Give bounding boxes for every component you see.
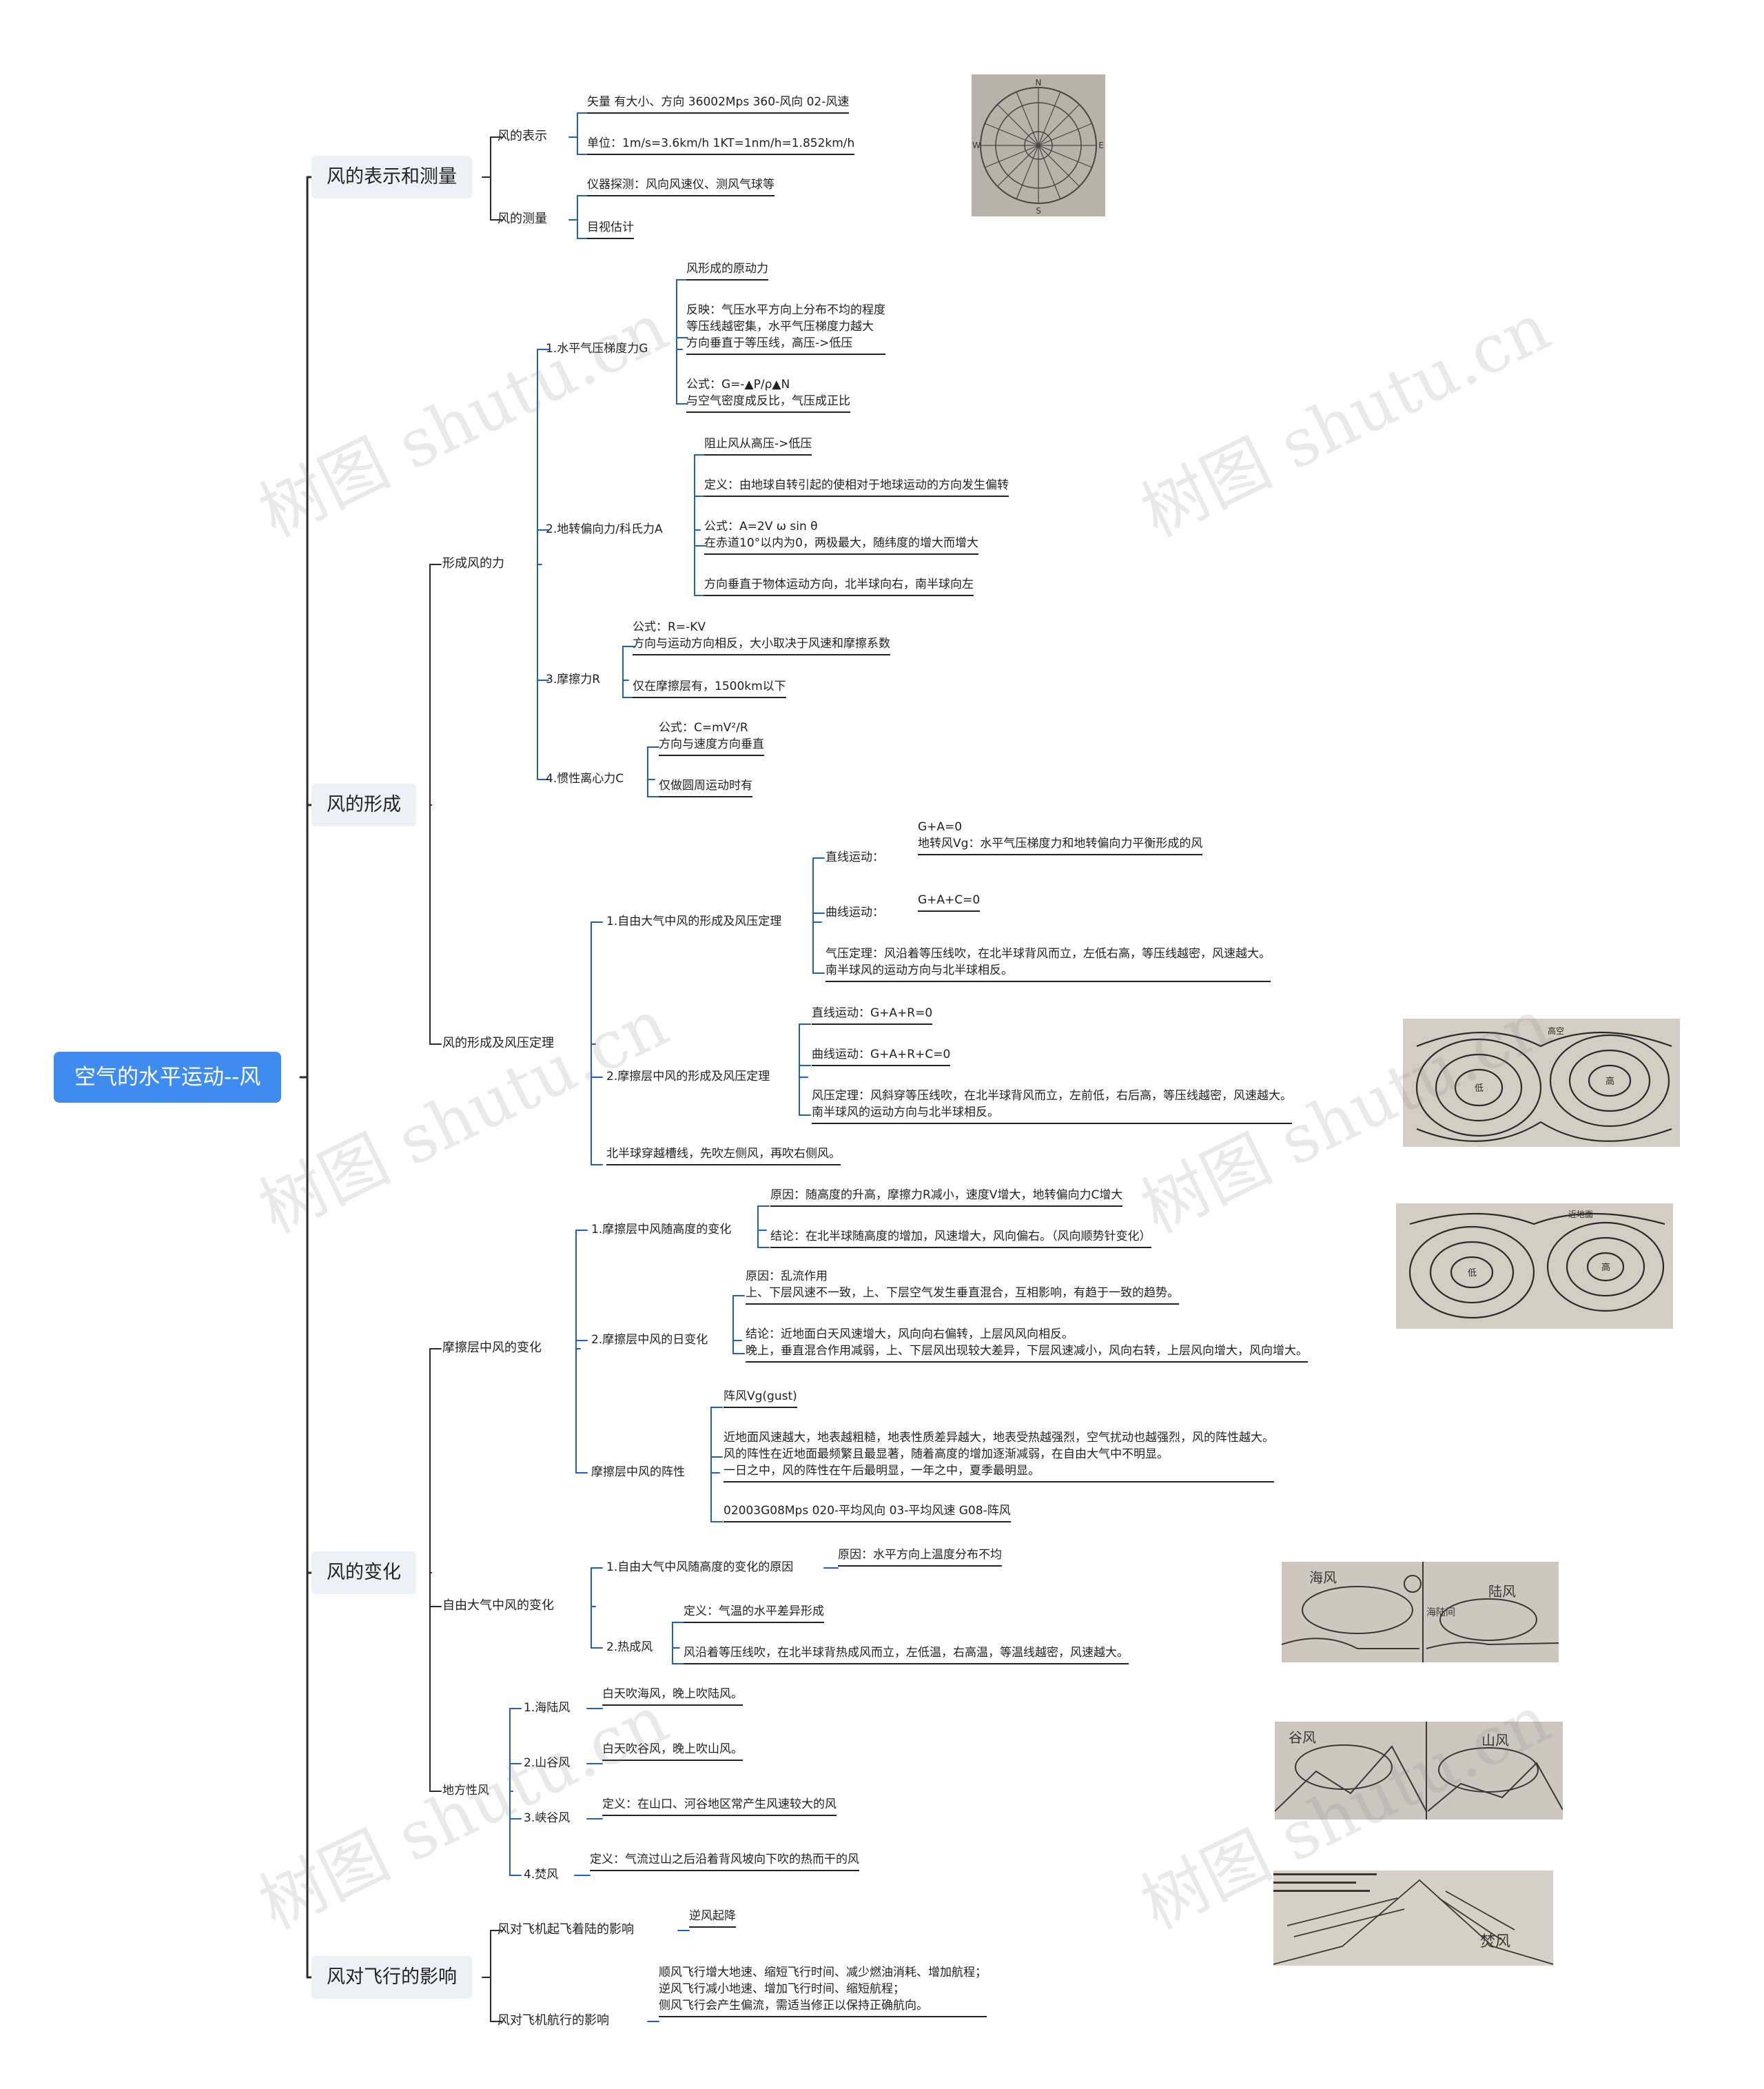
leaf-unit[interactable]: 单位：1m/s=3.6km/h 1KT=1nm/h=1.852km/h	[587, 135, 855, 155]
leaf-height-conclusion[interactable]: 结论：在北半球随高度的增加，风速增大，风向偏右。（风向顺势针变化）	[770, 1228, 1151, 1248]
leaf-fric-1[interactable]: 直线运动：G+A+R=0	[812, 1005, 933, 1025]
compass-label-e: E	[1098, 141, 1104, 150]
node-foehn[interactable]: 4.焚风	[524, 1868, 559, 1882]
leaf-daily-conclusion[interactable]: 结论：近地面白天风速增大，风向向右偏转，上层风风向相反。晚上，垂直混合作用减弱，…	[746, 1326, 1308, 1363]
leaf-daily-cause[interactable]: 原因：乱流作用上、下层风速不一致，上、下层空气发生垂直混合，互相影响，有趋于一致…	[746, 1268, 1179, 1305]
node-gorge-wind[interactable]: 3.峡谷风	[524, 1811, 571, 1825]
leaf-free-law[interactable]: 气压定理：风沿着等压线吹，在北半球背风而立，左低右高，等压线越密，风速越大。南半…	[825, 946, 1271, 982]
section-formation[interactable]: 风的形成	[311, 784, 416, 826]
leaf-fric-2[interactable]: 曲线运动：G+A+R+C=0	[812, 1046, 951, 1066]
node-wind-law[interactable]: 风的形成及风压定理	[442, 1036, 554, 1050]
node-cruise[interactable]: 风对飞机航行的影响	[498, 2013, 609, 2028]
leaf-instrument[interactable]: 仪器探测：风向风速仪、测风气球等	[587, 176, 775, 196]
surface-high-label: 高	[1601, 1262, 1610, 1273]
node-thermal-wind[interactable]: 2.热成风	[606, 1640, 653, 1654]
node-friction-law[interactable]: 2.摩擦层中风的形成及风压定理	[606, 1070, 770, 1083]
leaf-gust-def[interactable]: 阵风Vg(gust)	[724, 1388, 797, 1408]
leaf-height-cause[interactable]: 原因：随高度的升高，摩擦力R减小，速度V增大，地转偏向力C增大	[770, 1187, 1123, 1207]
foehn-label: 焚风	[1480, 1933, 1510, 1950]
leaf-free-curve[interactable]: G+A+C=0	[918, 892, 981, 912]
high-label: 高	[1606, 1076, 1614, 1087]
foehn-photo: 焚风	[1273, 1871, 1553, 1966]
sea-land-note: 海陆间	[1426, 1607, 1455, 1618]
valley-breeze-label: 谷风	[1289, 1729, 1316, 1746]
leaf-visual[interactable]: 目视估计	[587, 219, 634, 239]
leaf-sea-land[interactable]: 白天吹海风，晚上吹陆风。	[602, 1686, 743, 1706]
leaf-headwind[interactable]: 逆风起降	[689, 1908, 736, 1928]
leaf-thermal-desc[interactable]: 风沿着等压线吹，在北半球背热成风而立，左低温，右高温，等温线越密，风速越大。	[684, 1644, 1129, 1664]
leaf-gorge-def[interactable]: 定义：在山口、河谷地区常产生风速较大的风	[602, 1796, 837, 1816]
node-friction-layer-variation[interactable]: 摩擦层中风的变化	[442, 1341, 542, 1355]
leaf-a-2[interactable]: 定义：由地球自转引起的使相对于地球运动的方向发生偏转	[704, 477, 1009, 497]
leaf-trough[interactable]: 北半球穿越槽线，先吹左侧风，再吹右侧风。	[606, 1145, 841, 1165]
node-force-c[interactable]: 4.惯性离心力C	[546, 772, 624, 786]
sea-breeze-label: 海风	[1309, 1569, 1337, 1586]
node-free-atmosphere-variation[interactable]: 自由大气中风的变化	[442, 1598, 554, 1613]
section-variation[interactable]: 风的变化	[311, 1551, 416, 1594]
node-mountain-valley[interactable]: 2.山谷风	[524, 1756, 571, 1770]
node-wind-representation[interactable]: 风的表示	[498, 129, 547, 143]
compass-rose-photo: N E S W	[972, 74, 1105, 216]
leaf-a-1[interactable]: 阻止风从高压->低压	[704, 436, 812, 456]
node-free-height-cause[interactable]: 1.自由大气中风随高度的变化的原因	[606, 1560, 794, 1574]
leaf-g-2[interactable]: 反映：气压水平方向上分布不均的程度等压线越密集，水平气压梯度力越大方向垂直于等压…	[686, 302, 885, 355]
sea-land-breeze-photo: 海风 陆风 海陆间	[1282, 1562, 1559, 1662]
leaf-cruise[interactable]: 顺风飞行增大地速、缩短飞行时间、减少燃油消耗、增加航程；逆风飞行减小地速、增加飞…	[659, 1964, 987, 2017]
root-node[interactable]: 空气的水平运动--风	[54, 1052, 282, 1103]
surface-isobar-photo: 近地面 低 高	[1396, 1203, 1673, 1329]
node-free-straight[interactable]: 直线运动：	[825, 850, 884, 864]
mountain-valley-photo: 谷风 山风	[1275, 1722, 1563, 1820]
node-force-r[interactable]: 3.摩擦力R	[546, 673, 601, 686]
node-sea-land-breeze[interactable]: 1.海陆风	[524, 1701, 571, 1715]
surface-low-label: 低	[1468, 1268, 1477, 1278]
node-gustiness[interactable]: 摩擦层中风的阵性	[591, 1465, 685, 1479]
node-local-wind[interactable]: 地方性风	[442, 1784, 489, 1797]
land-breeze-label: 陆风	[1488, 1583, 1516, 1600]
compass-label-w: W	[972, 141, 981, 150]
low-label: 低	[1475, 1083, 1484, 1094]
node-free-curve[interactable]: 曲线运动：	[825, 906, 884, 919]
node-force-g[interactable]: 1.水平气压梯度力G	[546, 342, 648, 356]
mountain-breeze-label: 山风	[1481, 1732, 1509, 1749]
leaf-g-1[interactable]: 风形成的原动力	[686, 261, 768, 281]
leaf-gust-desc[interactable]: 近地面风速越大，地表越粗糙，地表性质差异越大，地表受热越强烈，空气扰动也越强烈，…	[724, 1429, 1274, 1482]
leaf-a-4[interactable]: 方向垂直于物体运动方向，北半球向右，南半球向左	[704, 576, 974, 596]
section-representation[interactable]: 风的表示和测量	[311, 156, 472, 198]
leaf-gust-code[interactable]: 02003G08Mps 020-平均风向 03-平均风速 G08-阵风	[724, 1502, 1011, 1522]
node-forces[interactable]: 形成风的力	[442, 556, 504, 571]
surface-label: 近地面	[1568, 1210, 1593, 1219]
node-takeoff-landing[interactable]: 风对飞机起飞着陆的影响	[498, 1922, 634, 1937]
leaf-thermal-def[interactable]: 定义：气温的水平差异形成	[684, 1603, 824, 1623]
leaf-vector[interactable]: 矢量 有大小、方向 36002Mps 360-风向 02-风速	[587, 94, 850, 114]
leaf-foehn-def[interactable]: 定义：气流过山之后沿着背风坡向下吹的热而干的风	[590, 1851, 859, 1871]
node-daily-variation[interactable]: 2.摩擦层中风的日变化	[591, 1333, 708, 1347]
upper-air-isobar-photo: 高空 低 高	[1403, 1019, 1680, 1147]
node-height-variation[interactable]: 1.摩擦层中风随高度的变化	[591, 1223, 732, 1236]
leaf-c-2[interactable]: 仅做圆周运动时有	[659, 777, 752, 797]
node-free-atmosphere-law[interactable]: 1.自由大气中风的形成及风压定理	[606, 915, 782, 928]
compass-label-s: S	[1036, 206, 1041, 216]
node-force-a[interactable]: 2.地转偏向力/科氏力A	[546, 522, 663, 536]
node-wind-measure[interactable]: 风的测量	[498, 212, 547, 226]
compass-label-n: N	[1036, 78, 1042, 88]
section-flight[interactable]: 风对飞行的影响	[311, 1956, 472, 1999]
leaf-r-2[interactable]: 仅在摩擦层有，1500km以下	[633, 678, 786, 698]
leaf-temperature-cause[interactable]: 原因：水平方向上温度分布不均	[838, 1547, 1002, 1567]
leaf-fric-3[interactable]: 风压定理：风斜穿等压线吹，在北半球背风而立，左前低，右后高，等压线越密，风速越大…	[812, 1088, 1292, 1124]
upper-air-label: 高空	[1548, 1026, 1564, 1036]
leaf-mountain-valley[interactable]: 白天吹谷风，晚上吹山风。	[602, 1741, 743, 1761]
